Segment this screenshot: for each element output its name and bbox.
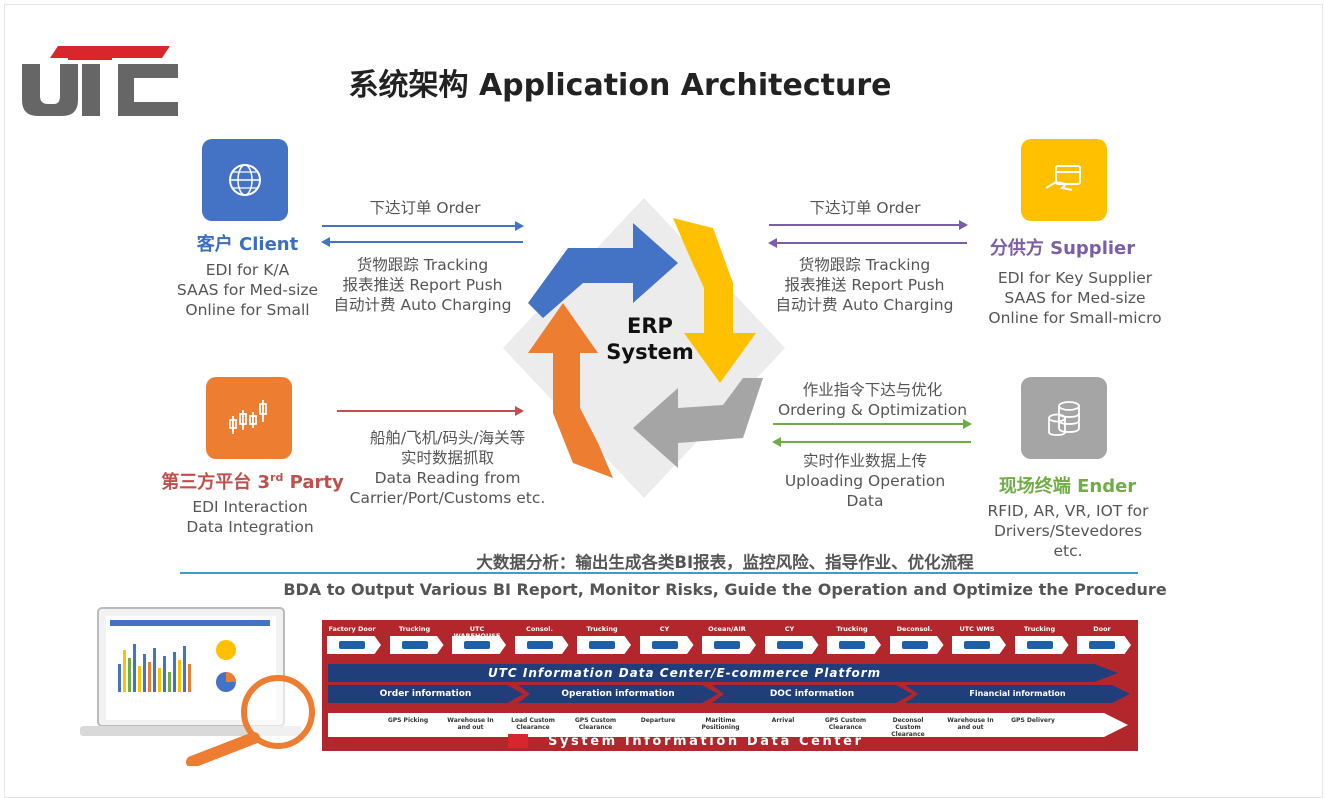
supplier-title: 分供方 Supplier <box>989 238 1136 259</box>
ender-title: 现场终端 Ender <box>998 476 1137 497</box>
sub-item-label: Deconsol Custom Clearance <box>891 717 925 738</box>
sub-item-label: GPS Custom Clearance <box>574 717 617 731</box>
pie-chart-icon <box>216 640 236 660</box>
sub-items-band <box>328 713 1128 737</box>
sub-item-label: GPS Custom Clearance <box>824 717 867 731</box>
bda-chinese-caption: 大数据分析：输出生成各类BI报表，监控风险、指导作业、优化流程 <box>476 553 974 572</box>
vehicle-icon <box>526 641 553 649</box>
sub-item-label: GPS Delivery <box>1011 717 1055 724</box>
vehicle-icon <box>839 641 865 649</box>
candlestick-icon <box>206 377 292 459</box>
vehicle-icon <box>651 641 678 649</box>
vehicle-icon <box>964 641 990 649</box>
vehicle-icon <box>464 641 490 649</box>
utc-mini-logo <box>508 734 528 748</box>
vehicle-icon <box>1026 641 1053 649</box>
stage-label: Trucking <box>586 625 618 633</box>
sub-item-label: Warehouse In and out <box>947 717 994 731</box>
vehicle-icon <box>714 641 740 649</box>
sub-item-label: Warehouse In and out <box>447 717 494 731</box>
erp-arrow-gray <box>633 378 763 468</box>
platform-band: UTC Information Data Center/E-commerce P… <box>328 664 1118 682</box>
client-order-label: 下达订单 Order <box>369 199 481 217</box>
sub-item-label: Departure <box>640 717 676 724</box>
stage-label: Factory Door <box>328 625 376 633</box>
stage-label: Deconsol. <box>896 625 933 633</box>
stage-label: UTC WMS <box>959 625 995 633</box>
vehicle-icon <box>776 641 803 649</box>
magnifier-icon <box>241 675 315 749</box>
vehicle-icon <box>1089 641 1115 649</box>
third-party-flow-arrow <box>337 406 524 416</box>
erp-arrow-orange <box>528 303 613 478</box>
bda-english-caption: BDA to Output Various BI Report, Monitor… <box>283 580 1167 599</box>
stage-label: Consol. <box>526 625 553 633</box>
stage-icon <box>889 636 944 654</box>
vehicle-icon <box>589 641 615 649</box>
third-party-title: 第三方平台 3rd Party <box>161 471 344 493</box>
stage-label: Trucking <box>398 625 431 633</box>
erp-cycle-diagram <box>503 198 785 498</box>
system-info-footer: System Information Data Center <box>548 734 864 749</box>
stage-label: CY <box>659 625 670 633</box>
bda-divider <box>180 572 1138 574</box>
ender-flow-arrows <box>772 419 972 447</box>
sub-item-label: Load Custom Clearance <box>511 717 555 731</box>
database-icon <box>1021 377 1107 459</box>
stage-label: Ocean/AIR <box>708 625 746 633</box>
stage-icon <box>577 636 631 654</box>
sub-item-label: GPS Picking <box>387 717 429 724</box>
vehicle-icon <box>339 641 365 649</box>
stage-label: CY <box>784 625 795 633</box>
globe-icon <box>202 139 288 221</box>
erp-arrow-blue <box>528 223 678 318</box>
stage-icon <box>327 636 381 654</box>
stage-icon <box>1077 636 1131 654</box>
stage-icon <box>952 636 1006 654</box>
stage-label: Door <box>1093 625 1111 633</box>
stage-icon <box>1014 636 1069 654</box>
laptop-analytics-illustration <box>80 607 315 766</box>
erp-arrow-yellow <box>673 218 756 383</box>
supplier-flow-arrows <box>768 220 968 248</box>
operation-information-band: Operation information <box>518 685 718 703</box>
stage-icon <box>764 636 819 654</box>
stage-icon <box>514 636 569 654</box>
stage-icon <box>389 636 444 654</box>
client-title: 客户 Client <box>196 234 299 255</box>
client-flow-arrows <box>321 221 524 247</box>
bar-chart-icon <box>118 644 191 692</box>
sub-item-label: Maritime Positioning <box>701 717 740 731</box>
doc-information-band: DOC information <box>712 685 912 703</box>
card-hand-icon <box>1021 139 1107 221</box>
stage-icon <box>452 636 506 654</box>
stage-icon <box>639 636 694 654</box>
stage-icon <box>702 636 756 654</box>
stage-label: Trucking <box>836 625 868 633</box>
stage-label: Trucking <box>1023 625 1056 633</box>
order-information-band: Order information <box>328 685 523 703</box>
vehicle-icon <box>901 641 928 649</box>
stage-icon <box>827 636 881 654</box>
vehicle-icon <box>401 641 428 649</box>
utc-logo <box>22 46 178 116</box>
financial-information-band: Financial information <box>905 685 1130 703</box>
sub-item-label: Arrival <box>771 717 795 724</box>
supplier-order-label: 下达订单 Order <box>809 199 921 217</box>
page-title: 系统架构 Application Architecture <box>348 68 892 103</box>
